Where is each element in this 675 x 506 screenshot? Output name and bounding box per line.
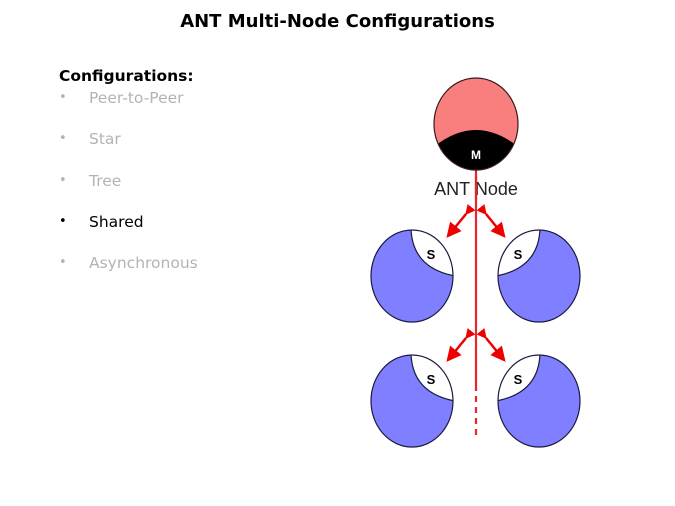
slave-letter: S <box>427 247 436 262</box>
master-node-outline <box>433 77 519 171</box>
bullet-icon: • <box>59 90 67 105</box>
slave-node-outline <box>370 229 454 323</box>
slave-node-lower-left: S <box>370 354 454 448</box>
slide-title: ANT Multi-Node Configurations <box>180 11 495 32</box>
list-item-star: • Star <box>59 129 198 170</box>
slave-node-upper-left: S <box>370 229 454 323</box>
configurations-heading: Configurations: <box>59 67 194 85</box>
list-item-label: Peer-to-Peer <box>89 89 184 107</box>
slave-letter: S <box>427 372 436 387</box>
arrow-upper-right <box>476 204 506 238</box>
slave-node-upper-right: S <box>497 229 581 323</box>
list-item-label: Asynchronous <box>89 254 198 273</box>
slave-node-outline <box>497 229 581 323</box>
configuration-list: • Peer-to-Peer • Star • Tree • Shared • … <box>59 88 198 294</box>
list-item-shared: • Shared <box>59 212 198 253</box>
bullet-icon: • <box>59 255 67 271</box>
bullet-icon: • <box>59 213 67 229</box>
slave-node-outline <box>497 354 581 448</box>
slave-letter: S <box>514 372 523 387</box>
master-node-cap <box>434 130 518 170</box>
list-item-label: Star <box>89 130 121 149</box>
master-node: M <box>433 77 519 171</box>
arrow-upper-left <box>446 204 476 238</box>
bullet-icon: • <box>59 172 67 188</box>
slave-node-outline <box>370 354 454 448</box>
arrow-lower-right <box>476 328 506 362</box>
slave-node-lower-right: S <box>497 354 581 448</box>
slave-letter: S <box>514 247 523 262</box>
list-item-tree: • Tree <box>59 171 198 212</box>
list-item-peer-to-peer: • Peer-to-Peer <box>59 88 198 129</box>
arrow-lower-left <box>446 328 476 362</box>
list-item-asynchronous: • Asynchronous <box>59 253 198 294</box>
list-item-label: Tree <box>89 171 122 190</box>
master-letter: M <box>471 148 481 162</box>
list-item-label: Shared <box>89 212 144 231</box>
bullet-icon: • <box>59 131 67 147</box>
